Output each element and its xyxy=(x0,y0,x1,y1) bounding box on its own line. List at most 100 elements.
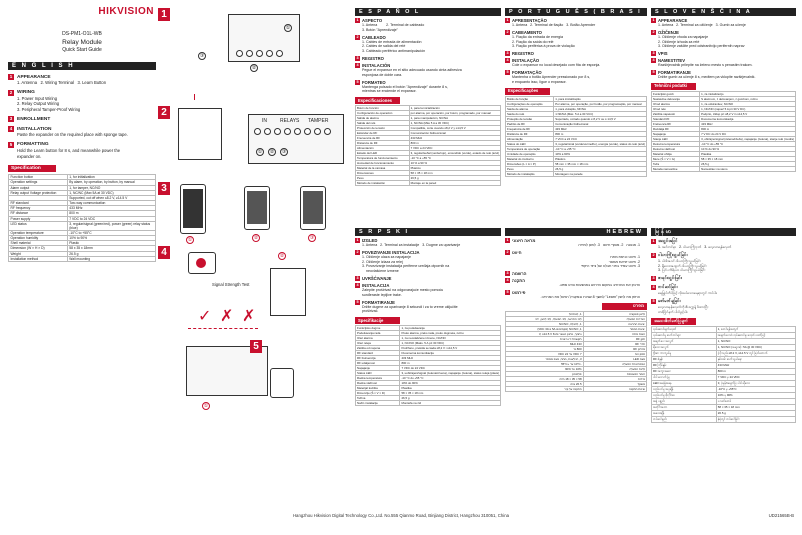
spec-value: 3, običajno/signal (zelena/rdeča), napaj… xyxy=(699,135,796,142)
section-number: 1 xyxy=(355,238,360,243)
section-text: 1. Antena 2. Terminal za instalacije 3. … xyxy=(362,243,461,247)
section-text: Mantenga pulsado el botón "Aprendizaje" … xyxy=(362,84,448,94)
section-title: FORMATIRANJE xyxy=(658,69,691,75)
spec-value: 3, regular/señal (verde/rojo), encendido… xyxy=(408,150,502,157)
section-number: 5 xyxy=(8,141,14,148)
section-text: 1. အင်တင်နာ 2. ဝါယာကြိုးငုတ် 3. လေ့လာရန်… xyxy=(658,245,732,249)
section-number: 5 xyxy=(505,69,510,75)
document-id: UD21565B-B xyxy=(768,513,794,518)
section-number: 1 xyxy=(651,18,656,23)
section-title: ဝါယာကြိုးသွယ်ခြင်း xyxy=(658,251,688,257)
section-title: FORMATTING xyxy=(17,142,49,148)
section-number: 4 xyxy=(355,62,360,68)
terminal-icon xyxy=(284,128,291,135)
terminal-icon xyxy=(324,128,331,135)
section-title: WIRING xyxy=(17,90,35,96)
section-title: အသွင်အပြင် xyxy=(658,238,678,243)
section-title: APRESENTAÇÃO xyxy=(512,18,547,23)
section-text: Držite dugme za uparivanje 8 sekundi i z… xyxy=(362,304,458,314)
spec-value: התקנה על קיר xyxy=(505,385,584,392)
spec-label: Installation method xyxy=(8,255,68,262)
step-2-badge: 2 xyxy=(158,106,170,119)
terminal-label-relays: RELAYS xyxy=(280,118,300,124)
step-4-badge: 4 xyxy=(158,246,170,259)
section-text: Mantenha o botão Aprender pressionado po… xyxy=(512,74,591,84)
section-title: FORMATEO xyxy=(362,79,386,85)
section-text: Cole o expansor no local desejado com fi… xyxy=(512,63,601,68)
section-number: 4 xyxy=(651,58,656,64)
section-text: 1. Ožičenje ulaza za napajanje 2. Ožičen… xyxy=(362,254,450,274)
section-number: 1 xyxy=(505,18,510,23)
terminal-icon xyxy=(254,128,261,135)
section-number: 4 xyxy=(355,282,360,288)
section-title: APPEARANCE xyxy=(17,74,51,80)
terminal-icon xyxy=(256,50,263,57)
section-text: 1. Antenna 2. Wiring Terminal 3. Learn B… xyxy=(17,80,107,85)
spec-value: 3, regular/sinal (verde/vermelho), energ… xyxy=(553,140,647,147)
phone-icon xyxy=(244,186,270,230)
section-number: 1 xyxy=(651,239,656,244)
terminal-icon xyxy=(294,128,301,135)
section-number: 5 xyxy=(355,79,360,85)
section-title: מראה חיצוני xyxy=(512,238,536,243)
section-title: ဖော်မတ်ချခြင်း xyxy=(658,297,681,303)
myanmar-language-bar: မြန်မာ xyxy=(651,228,796,236)
section-number: 2 xyxy=(505,249,510,255)
section-number: 3 xyxy=(505,51,510,57)
espanol-language-bar: E S P A Ñ O L xyxy=(355,8,501,16)
section-number: 5 xyxy=(651,298,656,304)
section-text: 1. Antena 2. Terminal de cableado 3. Bot… xyxy=(362,23,425,32)
company-footer: Hangzhou Hikvision Digital Technology Co… xyxy=(292,513,510,518)
section-title: ENROLLMENT xyxy=(17,116,51,122)
section-title: IZGLED xyxy=(362,238,378,243)
section-number: 4 xyxy=(505,278,510,284)
section-text: Hold the Learn button for 8 s, and meanw… xyxy=(17,147,121,159)
section-text: 1. Ožičenje vhoda za napajanje 2. Ožičen… xyxy=(658,34,745,49)
section-number: 2 xyxy=(651,29,656,35)
srpski-spec-title: Specifikacije xyxy=(355,317,400,325)
section-title: CABEAMENTO xyxy=(512,29,542,35)
section-number: 4 xyxy=(8,126,14,133)
section-title: OŽIČENJE xyxy=(658,29,679,35)
